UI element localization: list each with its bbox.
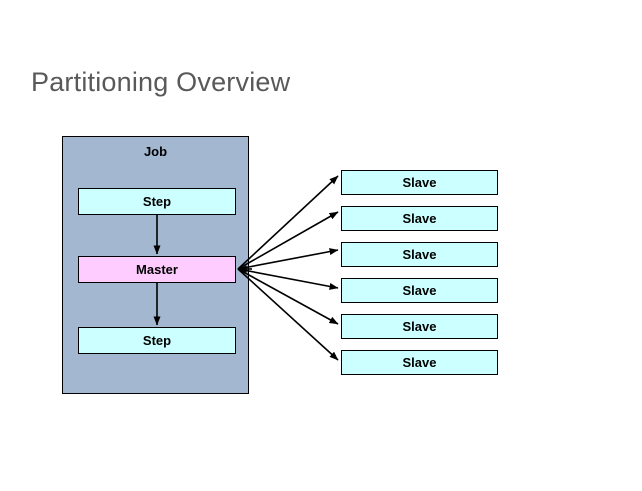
job-panel: Job Step Master Step <box>62 136 249 394</box>
step-node-bottom: Step <box>78 327 236 354</box>
arrow-master-to-slave-2 <box>237 211 339 270</box>
slave-node-6: Slave <box>341 350 498 375</box>
arrow-master-to-slave-4 <box>237 268 339 290</box>
arrow-master-to-slave-6 <box>237 268 339 361</box>
arrow-master-to-slave-5 <box>237 268 339 325</box>
master-node: Master <box>78 256 236 283</box>
step-node-top: Step <box>78 188 236 215</box>
slave-node-3: Slave <box>341 242 498 267</box>
page-title: Partitioning Overview <box>31 67 291 97</box>
slave-node-4: Slave <box>341 278 498 303</box>
slave-node-1: Slave <box>341 170 498 195</box>
arrow-master-to-slave-1 <box>237 175 339 270</box>
job-panel-label: Job <box>143 144 168 159</box>
slave-node-5: Slave <box>341 314 498 339</box>
slave-node-2: Slave <box>341 206 498 231</box>
arrow-master-to-slave-3 <box>237 248 339 270</box>
